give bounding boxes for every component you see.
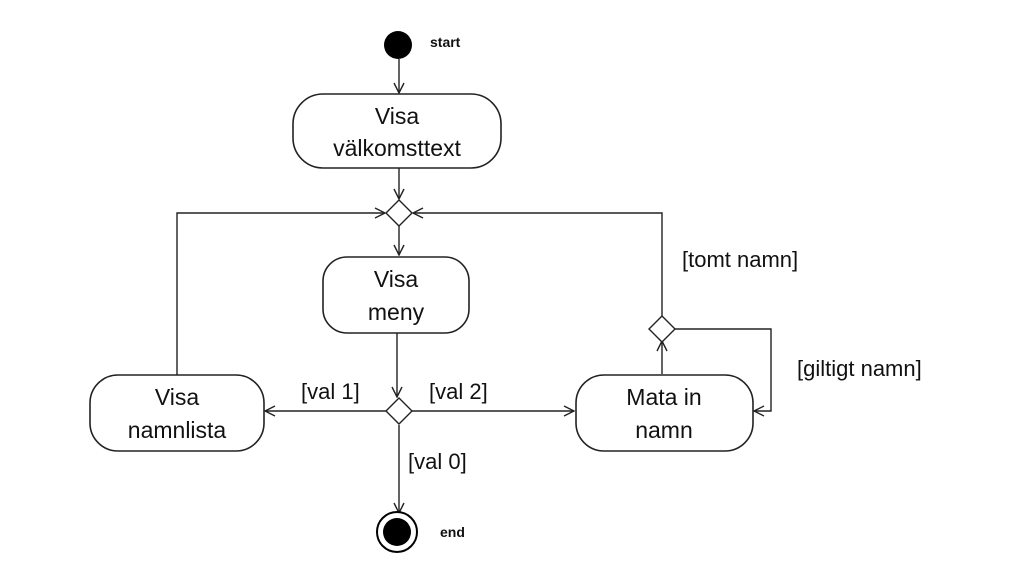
guard-choice-2: [val 2]: [429, 379, 488, 404]
edge-check-to-enter-name: [675, 328, 772, 411]
activity-menu: Visa meny: [322, 256, 470, 334]
end-node: [376, 511, 418, 553]
activity-welcome-line2: välkomsttext: [333, 135, 461, 161]
start-node: [384, 31, 412, 59]
activity-enter-name: Mata in namn: [575, 374, 754, 452]
activity-welcome-line1: Visa: [375, 103, 420, 129]
activity-welcome: Visa välkomsttext: [292, 93, 502, 169]
activity-enter-name-line1: Mata in: [626, 384, 701, 410]
activity-menu-line2: meny: [368, 299, 425, 325]
guard-choice-0: [val 0]: [408, 449, 467, 474]
activity-namelist-line2: namnlista: [128, 417, 227, 443]
start-label: start: [430, 34, 461, 50]
edge-namelist-to-merge: [176, 213, 385, 375]
name-check-node: [648, 315, 676, 343]
guard-valid-name: [giltigt namn]: [797, 356, 922, 381]
merge-node: [385, 199, 413, 227]
edge-check-to-merge: [413, 213, 663, 317]
activity-namelist-line1: Visa: [155, 384, 200, 410]
activity-namelist: Visa namnlista: [89, 374, 265, 452]
activity-menu-line1: Visa: [374, 266, 419, 292]
guard-empty-name: [tomt namn]: [682, 247, 798, 272]
activity-enter-name-line2: namn: [635, 417, 693, 443]
decision-node: [385, 397, 413, 425]
guard-choice-1: [val 1]: [301, 379, 360, 404]
end-label: end: [440, 524, 465, 540]
